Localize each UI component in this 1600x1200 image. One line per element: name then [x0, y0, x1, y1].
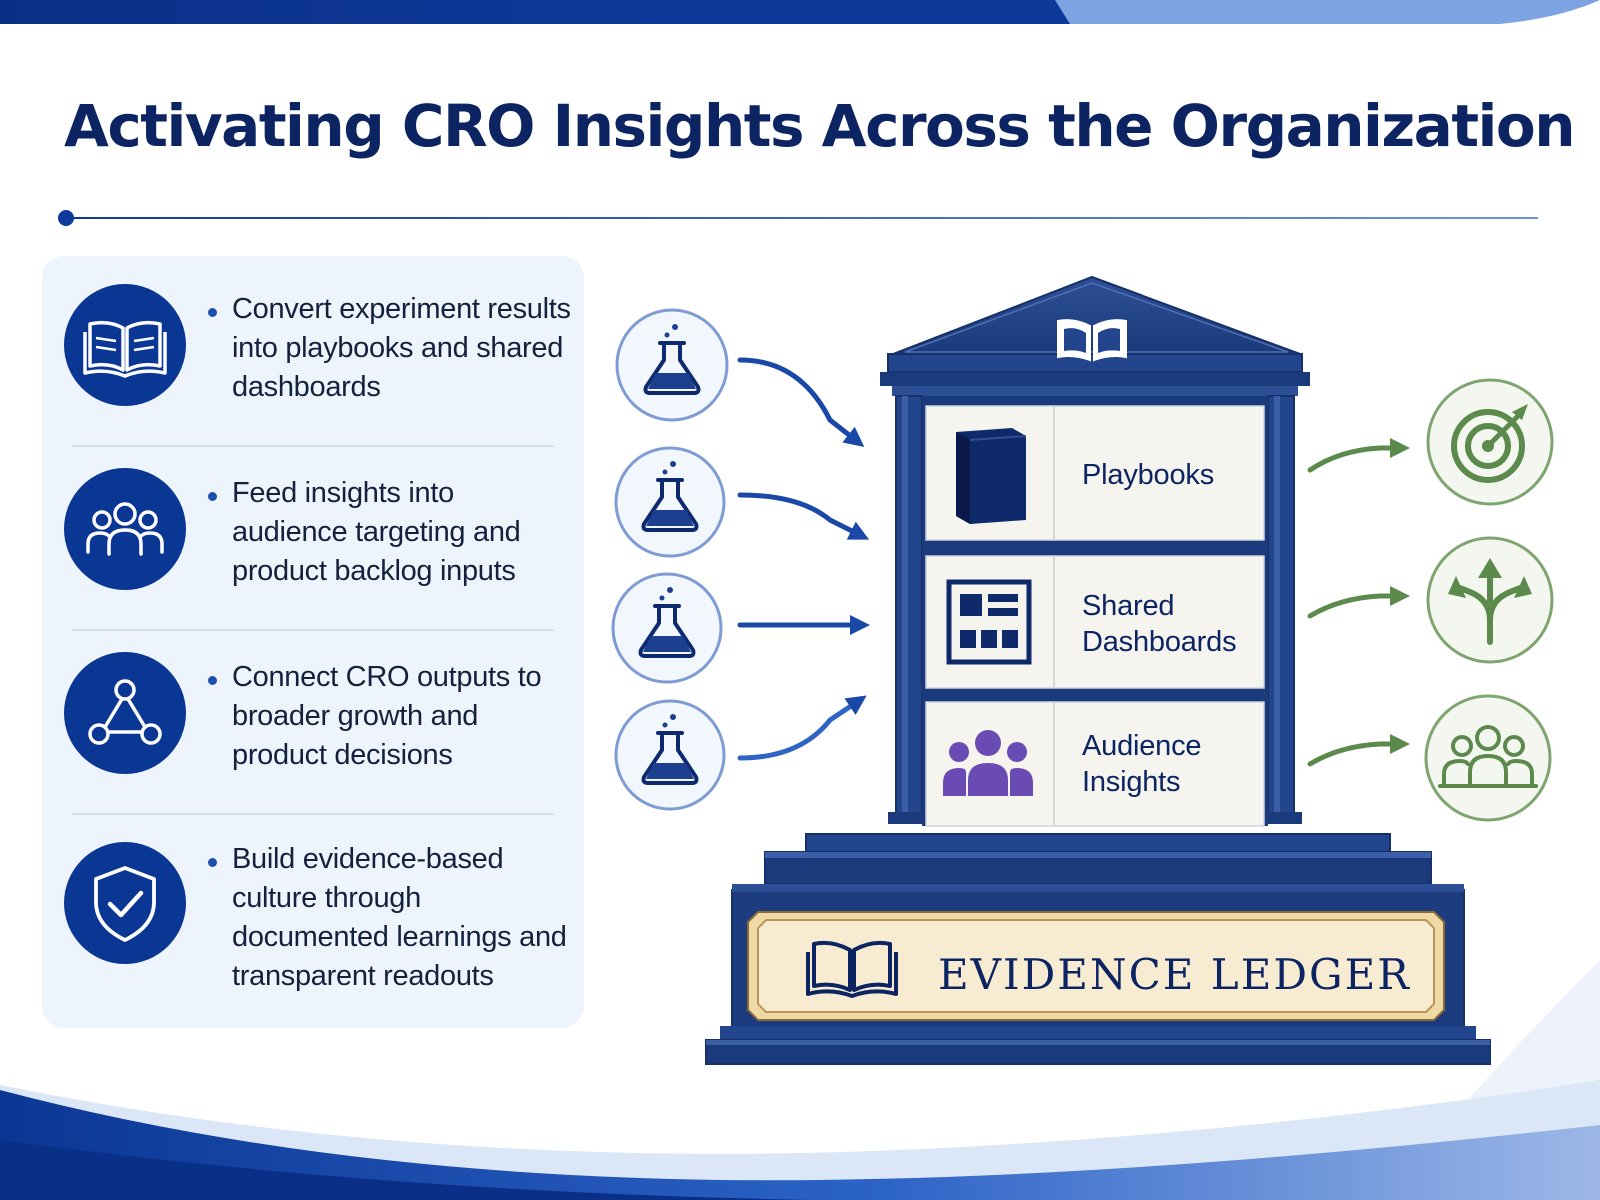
input-flask-2 [614, 446, 726, 558]
bullet-dot [208, 858, 217, 867]
shelf-playbooks [925, 405, 1265, 541]
input-flask-3 [611, 572, 723, 684]
ledger-open-book-icon [806, 940, 898, 998]
ledger-label: EVIDENCE LEDGER [938, 950, 1411, 999]
shelf-label-audience-insights: Audience Insights [1082, 730, 1202, 798]
people-group-icon [1438, 725, 1538, 788]
page-title: Activating CRO Insights Across the Organ… [64, 92, 1576, 160]
flask-icon [643, 324, 701, 395]
output-people [1424, 694, 1552, 822]
input-arrow-4 [737, 695, 867, 761]
panel-item-text: Convert experiment results into playbook… [232, 293, 571, 403]
panel-item-text: Connect CRO outputs to broader growth an… [232, 661, 542, 771]
title-divider [58, 210, 1538, 226]
output-arrow-1 [1307, 438, 1410, 473]
book-icon [956, 428, 1027, 524]
flask-icon [641, 461, 699, 532]
output-split [1426, 536, 1554, 664]
audience-icon [943, 730, 1033, 796]
bullet-dot [208, 676, 217, 685]
input-flask-4 [614, 699, 726, 811]
bullet-panel: Convert experiment results into playbook… [42, 256, 584, 1028]
shelf-shared-dashboards [925, 555, 1265, 689]
output-arrow-2 [1307, 586, 1410, 619]
panel-separator [72, 813, 554, 815]
dashboard-icon [946, 579, 1032, 665]
split-arrows-icon [1448, 558, 1532, 645]
panel-separator [72, 629, 554, 631]
panel-separator [72, 445, 554, 447]
shelf-label-playbooks: Playbooks [1082, 459, 1214, 491]
input-flask-1 [615, 308, 729, 422]
input-arrow-1 [737, 357, 865, 447]
bullet-dot [208, 492, 217, 501]
input-arrow-2 [737, 492, 870, 540]
flask-icon [641, 714, 699, 785]
ledger-pedestal [705, 833, 1491, 1065]
output-target [1426, 378, 1554, 506]
pediment-open-book-icon [1057, 319, 1127, 362]
bullet-dot [208, 308, 217, 317]
open-book-icon [64, 284, 186, 406]
people-group-icon [64, 468, 186, 590]
output-arrow-3 [1307, 734, 1410, 767]
network-triangle-icon [64, 652, 186, 774]
shelf-audience-insights [925, 701, 1265, 827]
shelf-label-shared-dashboards: Shared Dashboards [1082, 590, 1237, 658]
panel-item-text: Build evidence-based culture through doc… [232, 843, 567, 992]
shield-check-icon [64, 842, 186, 964]
panel-item-text: Feed insights into audience targeting an… [232, 477, 521, 587]
flask-icon [638, 587, 696, 658]
ledger-plaque [747, 911, 1445, 1021]
target-icon [1451, 404, 1528, 483]
